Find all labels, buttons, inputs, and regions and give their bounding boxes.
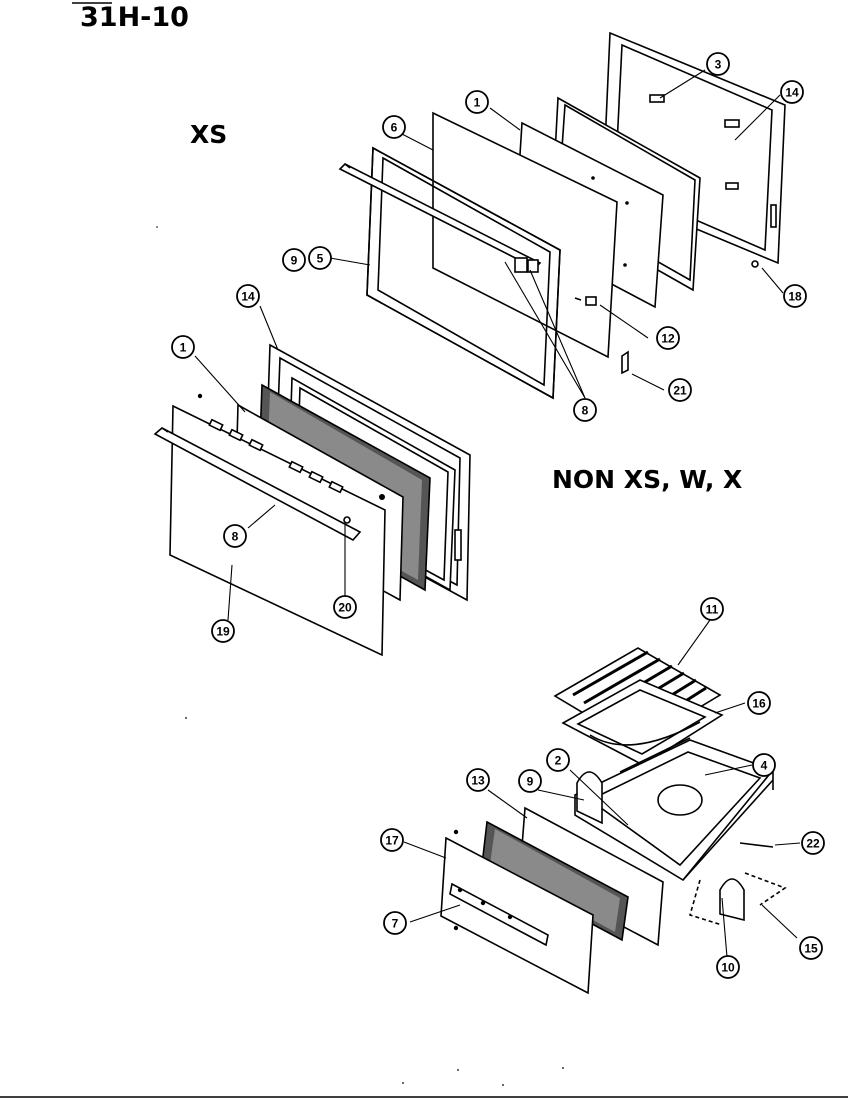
callout-middle-19: 19 — [211, 619, 235, 643]
door-bracket — [621, 350, 629, 375]
callout-upper-1: 1 — [465, 90, 489, 114]
door-screw-2 — [197, 393, 203, 399]
callout-number: 5 — [317, 252, 324, 266]
callout-number: 16 — [752, 697, 766, 711]
door-screw-3 — [379, 494, 385, 500]
broiler-drawer-assembly — [440, 647, 787, 995]
callout-number: 17 — [385, 834, 399, 848]
callout-lower-17: 17 — [380, 828, 404, 852]
upper-leader-lines — [329, 69, 784, 399]
callout-upper-21: 21 — [668, 378, 692, 402]
callout-number: 19 — [216, 625, 230, 639]
broiler-pan — [561, 679, 724, 766]
callout-upper-8: 8 — [573, 398, 597, 422]
lower-leader-lines — [403, 619, 801, 958]
drawer-screw-top — [453, 829, 459, 835]
callout-number: 3 — [715, 58, 722, 72]
callout-middle-20: 20 — [333, 595, 357, 619]
callout-lower-22: 22 — [801, 831, 825, 855]
callout-upper-12: 12 — [656, 326, 680, 350]
section-label-non-xs: NON XS, W, X — [552, 465, 742, 494]
callout-number: 21 — [673, 384, 687, 398]
middle-leader-lines — [194, 305, 346, 621]
callout-middle-1: 1 — [171, 335, 195, 359]
callout-lower-16: 16 — [747, 691, 771, 715]
callout-upper-14: 14 — [780, 80, 804, 104]
callout-lower-15: 15 — [799, 936, 823, 960]
door-fastener — [751, 260, 759, 268]
callout-number: 20 — [338, 601, 352, 615]
callout-lower-13: 13 — [466, 768, 490, 792]
door-screw — [574, 297, 582, 301]
callout-upper-9: 9 — [282, 248, 306, 272]
callout-number: 22 — [806, 837, 820, 851]
callout-number: 14 — [785, 86, 799, 100]
drawer-front-panel — [440, 836, 594, 995]
callout-lower-9: 9 — [518, 769, 542, 793]
scan-specks — [156, 226, 564, 1086]
drawer-guide-line-2 — [744, 872, 787, 906]
callout-upper-6: 6 — [382, 115, 406, 139]
callout-number: 11 — [706, 603, 719, 617]
callout-number: 1 — [180, 341, 187, 355]
callout-upper-5: 5 — [308, 246, 332, 270]
drawer-guide-line — [689, 879, 723, 926]
callout-number: 6 — [391, 121, 398, 135]
section-label-xs: XS — [190, 120, 227, 149]
broiler-drawer-body — [574, 737, 775, 882]
callout-lower-2: 2 — [546, 748, 570, 772]
door-front-frame — [366, 146, 561, 400]
upper-door-assembly — [338, 31, 786, 400]
callout-number: 13 — [471, 774, 485, 788]
callout-number: 2 — [555, 754, 562, 768]
drawer-slide — [739, 842, 774, 848]
callout-number: 18 — [788, 290, 802, 304]
door-handle-2 — [153, 427, 362, 542]
callout-number: 14 — [241, 290, 255, 304]
callout-upper-18: 18 — [783, 284, 807, 308]
callout-upper-3: 3 — [706, 52, 730, 76]
callout-number: 12 — [661, 332, 675, 346]
page-title: 31H-10 — [80, 2, 189, 33]
callout-number: 1 — [474, 96, 481, 110]
callout-middle-14: 14 — [236, 284, 260, 308]
callout-number: 15 — [804, 942, 818, 956]
door-handle — [338, 163, 542, 273]
drawer-screw-bottom — [453, 925, 459, 931]
callout-number: 8 — [582, 404, 589, 418]
callout-number: 9 — [527, 775, 534, 789]
callout-lower-4: 4 — [752, 753, 776, 777]
callout-middle-8: 8 — [223, 524, 247, 548]
callout-lower-11: 11 — [700, 597, 724, 621]
callout-lower-7: 7 — [383, 911, 407, 935]
callout-number: 7 — [392, 917, 399, 931]
callout-number: 8 — [232, 530, 239, 544]
callout-number: 4 — [761, 759, 768, 773]
callout-number: 10 — [721, 961, 735, 975]
drawer-insulation — [481, 820, 629, 942]
drawer-support-left — [576, 771, 603, 825]
door-hinge-clip — [585, 296, 597, 306]
callout-number: 9 — [291, 254, 298, 268]
lower-door-assembly — [153, 343, 471, 657]
drawer-support-right — [719, 878, 745, 922]
callout-lower-10: 10 — [716, 955, 740, 979]
